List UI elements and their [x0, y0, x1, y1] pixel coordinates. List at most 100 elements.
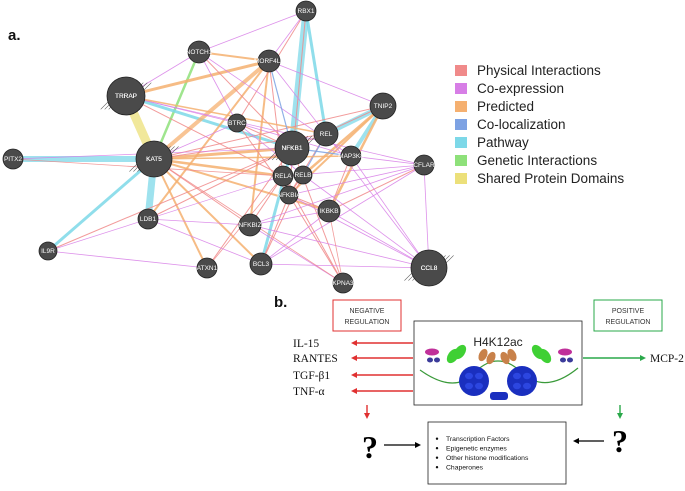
- arrowhead: [617, 413, 623, 419]
- node-label-overlay: TRRAP: [115, 93, 137, 100]
- node-label: MAP3K8: [338, 153, 364, 160]
- node-circle: [313, 121, 339, 147]
- node-circle: [295, 0, 317, 22]
- green-factor: [531, 344, 545, 360]
- edge-morf4l1-tnip2: [268, 60, 384, 107]
- node-circle: [137, 208, 159, 230]
- cytokine-tgfb1: TGF-β1: [293, 370, 330, 382]
- node-label: REL: [320, 131, 333, 138]
- edge-kat5-nfkb1: [153, 146, 293, 161]
- node-circle: [413, 154, 435, 176]
- node-circle: [332, 272, 354, 294]
- reader-protein-left: [425, 348, 439, 356]
- edge-cflar-nfkbia: [288, 164, 425, 196]
- edge-ldb1-bcl3: [147, 218, 262, 265]
- bullet: [435, 466, 439, 469]
- factor-other-histone-modifications: Other histone modifications: [446, 455, 529, 462]
- edge-nfkbiz-ikbkb: [249, 210, 330, 226]
- edge-notch1-btrc: [198, 51, 238, 124]
- node-label: TNIP2: [374, 103, 393, 110]
- arrowhead: [351, 388, 357, 394]
- edge-morf4l1-rel: [268, 60, 327, 135]
- histone-subunit: [475, 382, 483, 390]
- histone-subunit: [465, 372, 473, 380]
- node-btrc: BTRC: [227, 113, 247, 133]
- edge-ccl8-nfkbiz: [249, 224, 430, 269]
- network-nodes: RBX1NOTCH1MORF4L1TRRAPTNIP2BTRCRELNFKB1P…: [2, 0, 454, 294]
- edge-rbx1-rel: [304, 10, 328, 135]
- subunit-small: [427, 357, 433, 363]
- edge-nfkbiz-morf4l1: [249, 60, 270, 226]
- node-morf4l1: MORF4L1: [254, 49, 284, 73]
- node-kpna3: KPNA3: [332, 272, 354, 294]
- node-tnip2: TNIP2: [369, 92, 397, 120]
- legend-label-predicted: Predicted: [477, 99, 534, 114]
- legend-swatch-pathway: [455, 137, 467, 148]
- positive-arrows: [583, 355, 646, 419]
- positive-regulation-line2: REGULATION: [606, 319, 651, 326]
- brown-enzyme: [500, 351, 510, 365]
- histone-subunit: [523, 372, 531, 380]
- node-circle: [369, 92, 397, 120]
- node-relb: RELB: [293, 165, 313, 185]
- node-circle: [274, 130, 310, 166]
- negative-regulation-box: [332, 299, 402, 332]
- legend-label-physical-interactions: Physical Interactions: [477, 63, 601, 78]
- edge-il9r-atxn1: [47, 250, 208, 269]
- node-circle: [135, 140, 173, 178]
- edge-ccl8-map3k8: [350, 155, 430, 269]
- edge-il9r-nfkb1: [47, 147, 293, 252]
- question-mark-left: ?: [362, 429, 378, 465]
- histone-subunit: [475, 372, 483, 380]
- node-label: RBX1: [298, 8, 315, 15]
- node-label: BTRC: [228, 120, 246, 127]
- node-label: KPNA3: [332, 280, 354, 287]
- arrowhead: [640, 355, 646, 361]
- node-bcl3: BCL3: [249, 252, 273, 276]
- question-mark-right: ?: [612, 423, 628, 459]
- edge-ldb1-nfkbiz: [147, 218, 251, 226]
- edge-notch1-rbx1: [198, 10, 307, 53]
- green-factor: [453, 344, 467, 360]
- histone-subunit: [523, 382, 531, 390]
- node-label: PITX2: [4, 156, 22, 163]
- negative-regulation-line2: REGULATION: [345, 319, 390, 326]
- node-circle: [187, 40, 211, 64]
- node-label: CCL8: [421, 265, 438, 272]
- brown-enzyme: [486, 351, 496, 365]
- edge-ikbkb-kpna3: [328, 210, 344, 284]
- edge-nfkbia-kpna3: [288, 194, 344, 284]
- node-circle: [38, 241, 58, 261]
- edge-ccl8-ikbkb: [328, 210, 430, 269]
- node-rbx1: RBX1: [295, 0, 317, 22]
- h4k12ac-title: H4K12ac: [473, 335, 522, 349]
- node-rela: RELA: [272, 165, 294, 187]
- node-circle: [2, 148, 24, 170]
- node-circle: [227, 113, 247, 133]
- edge-ccl8-bcl3: [260, 263, 430, 269]
- edge-ldb1-morf4l1: [147, 60, 270, 220]
- node-circle: [410, 249, 448, 287]
- arrowhead: [364, 413, 370, 419]
- edge-cflar-nfkbiz: [249, 164, 425, 226]
- node-label-overlay: CCL8: [421, 265, 438, 272]
- factors-box: [427, 421, 567, 485]
- network-edges: [12, 10, 430, 284]
- node-label: ATXN1: [197, 265, 218, 272]
- legend-swatch-co-localization: [455, 119, 467, 130]
- edge-trrap-cflar: [125, 95, 425, 166]
- node-label: MORF4L1: [254, 58, 284, 65]
- edge-bcl3-ikbkb: [260, 210, 330, 265]
- node-circle: [257, 49, 281, 73]
- chemokine-mcp2: MCP-2: [650, 353, 684, 365]
- edge-kat5-rela: [153, 157, 284, 178]
- node-cflar: CFLAR: [413, 154, 435, 176]
- node-circle: [340, 145, 362, 167]
- bullet: [435, 456, 439, 459]
- node-label: TRRAP: [115, 93, 137, 100]
- edge-ldb1-nfkb1: [147, 147, 293, 220]
- negative-arrows: [351, 340, 413, 419]
- brown-enzyme: [507, 348, 517, 362]
- edge-bcl3-nfkbia: [260, 194, 290, 265]
